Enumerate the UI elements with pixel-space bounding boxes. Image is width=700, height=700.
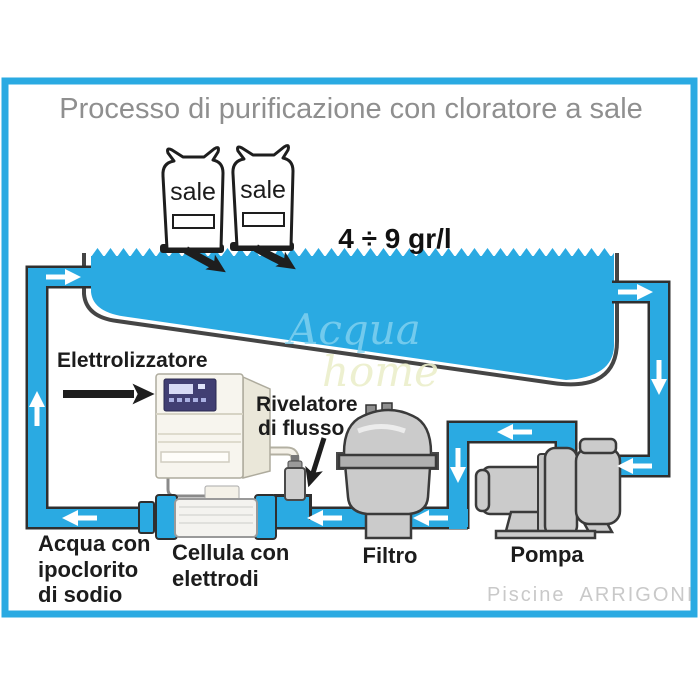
brand-credit: Piscine ARRIGONI (487, 584, 694, 606)
pool: Acqua home (82, 248, 619, 396)
flow-detector-tee (277, 497, 309, 526)
water-surface-waves (91, 248, 614, 257)
filter-highlight (357, 424, 406, 434)
cell-label-2: elettrodi (172, 566, 259, 591)
pool-water (91, 256, 614, 380)
salt-bags: sale sale 4 ÷ 9 gr/l (160, 144, 452, 280)
detector-tip (291, 455, 299, 462)
cell-flange-right (254, 494, 277, 540)
diagram-title: Processo di purificazione con cloratore … (59, 93, 643, 125)
panel-display (169, 384, 193, 394)
bag2-label: sale (240, 176, 286, 204)
cell-flange-left (155, 494, 178, 540)
electrolyzer-unit (155, 373, 300, 498)
motor-end-cap (474, 468, 491, 513)
flow-detector-label-2: di flusso (258, 417, 344, 440)
treated-water-label-1: Acqua con (38, 531, 150, 556)
filter-clamp-band (337, 453, 438, 470)
treated-water-label-3: di sodio (38, 582, 122, 607)
unit-label-strip (160, 451, 230, 463)
electrolytic-cell (138, 485, 277, 540)
flow-detector (284, 455, 306, 501)
control-panel (163, 378, 217, 412)
filter-label: Filtro (363, 543, 418, 568)
cell-housing (174, 498, 258, 538)
watermark-word2: home (322, 347, 439, 396)
detector-body (284, 467, 306, 501)
treated-water-label-2: ipoclorito (38, 557, 138, 582)
detector-pointer-arrow (310, 437, 327, 474)
flow-detector-label-1: Rivelatore (256, 393, 358, 416)
watermark-word1: Acqua (284, 305, 421, 354)
bag1-tag (172, 214, 215, 229)
filter-unit (336, 402, 439, 540)
component-labels: Elettrolizzatore Rivelatore di flusso Fi… (38, 349, 584, 607)
pool-outline (82, 253, 619, 387)
cell-label-1: Cellula con (172, 540, 289, 565)
bag2-tag (242, 212, 285, 227)
pump-label: Pompa (510, 542, 584, 567)
pump-strainer-pot (574, 446, 622, 526)
pipe-union (138, 501, 155, 534)
bag1-label: sale (170, 178, 216, 206)
panel-indicator (198, 384, 205, 389)
pump-unit (474, 437, 622, 540)
pump-base (494, 529, 597, 540)
dosage-label: 4 ÷ 9 gr/l (338, 223, 451, 254)
bag2-pour-arrow (254, 244, 287, 267)
electrode-lines (179, 506, 253, 524)
pump-volute (543, 446, 579, 538)
bag1-pour-arrow (184, 246, 217, 270)
panel-buttons (169, 398, 206, 402)
label-arrows (63, 383, 327, 490)
pot-lid (578, 437, 618, 455)
electrolyzer-label: Elettrolizzatore (57, 349, 208, 372)
